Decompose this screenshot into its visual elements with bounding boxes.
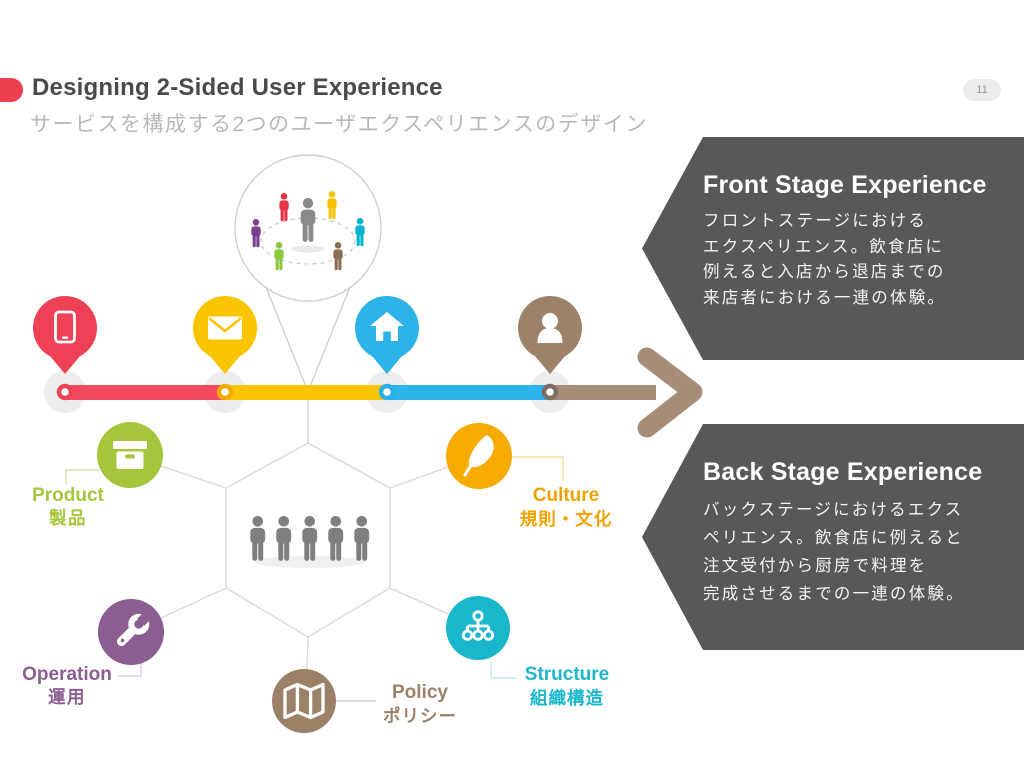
- operation-label-ja: 運用: [48, 687, 86, 707]
- arrow-head: [637, 347, 703, 438]
- customer-balloon: [234, 154, 382, 390]
- back-stage-description: バックステージにおけるエクス ペリエンス。飲食店に例えると 注文受付から厨房で料…: [703, 501, 965, 603]
- envelope-icon: [208, 316, 242, 340]
- front-stage-banner: Front Stage Experience フロントステージにおける エクスペ…: [642, 137, 1024, 360]
- feather-icon: [463, 435, 494, 477]
- node-policy: [272, 669, 336, 733]
- product-label-ja: 製品: [48, 508, 87, 528]
- back-stage-title: Back Stage Experience: [703, 458, 983, 486]
- page-title: Designing 2-Sided User Experience: [32, 74, 443, 101]
- node-structure: [446, 596, 510, 660]
- map-icon: [283, 682, 325, 720]
- node-product: [97, 422, 163, 488]
- person-icon: [537, 313, 563, 343]
- smartphone-icon: [54, 310, 76, 344]
- pin-home: [355, 296, 419, 374]
- label-connectors: [65, 456, 564, 702]
- page-subtitle: サービスを構成する2つのユーザエクスペリエンスのデザイン: [30, 113, 648, 136]
- culture-label-en: Culture: [533, 485, 600, 506]
- front-stage-description: フロントステージにおける エクスペリエンス。飲食店に 例えると入店から退店までの…: [703, 212, 947, 307]
- box-icon: [113, 441, 147, 469]
- pin-person: [518, 296, 582, 374]
- front-stage-title: Front Stage Experience: [703, 171, 987, 199]
- organization-people-group: [250, 516, 370, 568]
- pin-envelope: [193, 296, 257, 374]
- structure-label-ja: 組織構造: [530, 688, 604, 708]
- wrench-icon: [116, 612, 151, 647]
- product-label-en: Product: [32, 485, 104, 506]
- structure-label-en: Structure: [525, 664, 609, 685]
- back-stage-banner: Back Stage Experience バックステージにおけるエクス ペリエ…: [642, 424, 1024, 650]
- operation-label-en: Operation: [22, 664, 112, 685]
- policy-label-en: Policy: [392, 682, 448, 703]
- culture-label-ja: 規則・文化: [520, 509, 613, 529]
- page-number-badge: 11: [963, 79, 1001, 101]
- pin-smartphone: [33, 296, 97, 374]
- policy-label-ja: ポリシー: [383, 706, 457, 726]
- node-operation: [98, 599, 164, 665]
- page-number: 11: [976, 84, 988, 96]
- node-culture: [446, 423, 512, 489]
- timeline: [44, 347, 703, 438]
- org-chart-icon: [461, 610, 495, 641]
- title-accent-shape: [0, 78, 23, 102]
- node-labels: Product 製品 Culture 規則・文化 Operation 運用 Po…: [22, 485, 613, 726]
- home-icon: [370, 312, 404, 341]
